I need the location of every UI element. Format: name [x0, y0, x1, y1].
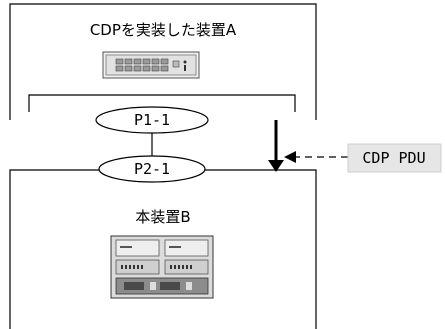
- pdu-label-box: CDP PDU: [347, 143, 442, 173]
- port-p2-1-label: P2-1: [134, 160, 170, 178]
- pdu-arrowhead-icon: [284, 151, 296, 163]
- rack-server-icon: [110, 235, 214, 299]
- port-p1-1-label: P1-1: [134, 111, 170, 129]
- arrowhead-icon: [268, 160, 284, 172]
- device-a-port-bracket: [28, 94, 296, 112]
- device-a-label: CDPを実装した装置A: [90, 21, 237, 39]
- pdu-label: CDP PDU: [362, 149, 425, 167]
- device-a-box: [9, 3, 317, 120]
- port-p1-1: P1-1: [95, 106, 209, 134]
- device-b-label: 本装置B: [135, 208, 190, 226]
- switch-icon: [102, 51, 200, 79]
- port-p2-1: P2-1: [98, 155, 206, 183]
